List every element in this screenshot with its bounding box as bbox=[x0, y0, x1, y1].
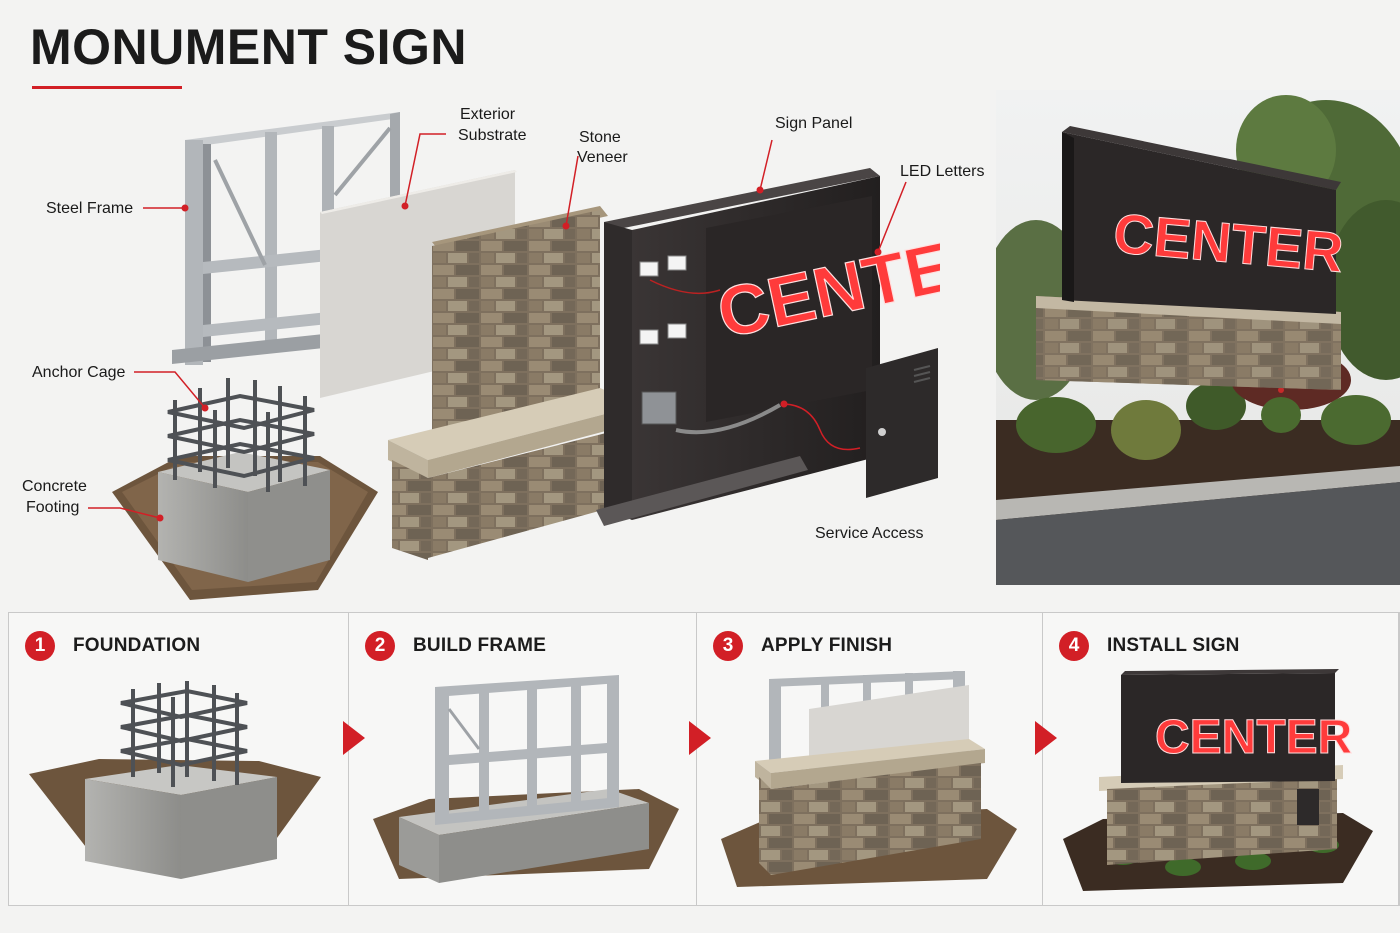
step-label: APPLY FINISH bbox=[761, 635, 893, 656]
step-apply-finish: 3 APPLY FINISH bbox=[697, 613, 1043, 905]
install-sign-led-letters: CENTER bbox=[1155, 711, 1353, 765]
title-underline bbox=[32, 86, 182, 89]
step-arrow bbox=[1035, 721, 1057, 755]
step-install-sign: 4 INSTALL SIGN CENTER bbox=[1043, 613, 1399, 905]
step-foundation: 1 FOUNDATION bbox=[9, 613, 349, 905]
foundation-illustration bbox=[29, 681, 321, 879]
callout-stone-veneer-line2: Veneer bbox=[577, 149, 628, 166]
photo-led-letters-text: CENTER bbox=[1111, 201, 1346, 284]
install-sign-led-text: CENTER bbox=[1155, 711, 1352, 764]
photo-led-letters: CENTER bbox=[1110, 201, 1346, 285]
build-frame-illustration bbox=[373, 675, 679, 883]
step-number-badge: 4 bbox=[1059, 631, 1089, 661]
leader-lines bbox=[88, 133, 907, 519]
callout-service-access: Service Access bbox=[815, 525, 924, 542]
apply-finish-illustration bbox=[721, 671, 1017, 887]
leader-dots bbox=[156, 186, 882, 522]
sign-panel bbox=[596, 168, 880, 526]
callout-sign-panel: Sign Panel bbox=[775, 115, 853, 132]
step-arrow bbox=[343, 721, 365, 755]
callout-led-letters: LED Letters bbox=[900, 163, 985, 180]
callout-stone-veneer-line1: Stone bbox=[579, 129, 621, 146]
step-arrow bbox=[689, 721, 711, 755]
page-title: MONUMENT SIGN bbox=[30, 19, 468, 75]
step-number-badge: 3 bbox=[713, 631, 743, 661]
installed-sign-photo: CENTER bbox=[996, 90, 1400, 585]
step-label: INSTALL SIGN bbox=[1107, 635, 1240, 656]
callout-anchor-cage: Anchor Cage bbox=[32, 364, 126, 381]
service-access-door bbox=[866, 348, 938, 498]
led-letters-text: CENTER bbox=[711, 230, 940, 353]
step-number-badge: 1 bbox=[25, 631, 55, 661]
install-sign-illustration bbox=[1063, 669, 1373, 891]
step-number-badge: 2 bbox=[365, 631, 395, 661]
callout-steel-frame: Steel Frame bbox=[46, 200, 134, 217]
callout-exterior-substrate-line1: Exterior bbox=[460, 106, 516, 123]
stone-veneer bbox=[388, 206, 640, 560]
step-build-frame: 2 BUILD FRAME bbox=[349, 613, 697, 905]
step-label: FOUNDATION bbox=[73, 635, 201, 656]
exploded-diagram bbox=[88, 112, 938, 600]
led-letters: CENTER bbox=[710, 230, 940, 353]
step-label: BUILD FRAME bbox=[413, 635, 547, 656]
installation-steps: 1 FOUNDATION 2 BUILD FRAME bbox=[8, 612, 1400, 906]
callout-exterior-substrate-line2: Substrate bbox=[458, 127, 527, 144]
callout-concrete-footing-line1: Concrete bbox=[22, 478, 87, 495]
concrete-footing bbox=[158, 452, 330, 582]
anchor-cage bbox=[167, 378, 315, 492]
callout-concrete-footing-line2: Footing bbox=[26, 499, 80, 516]
